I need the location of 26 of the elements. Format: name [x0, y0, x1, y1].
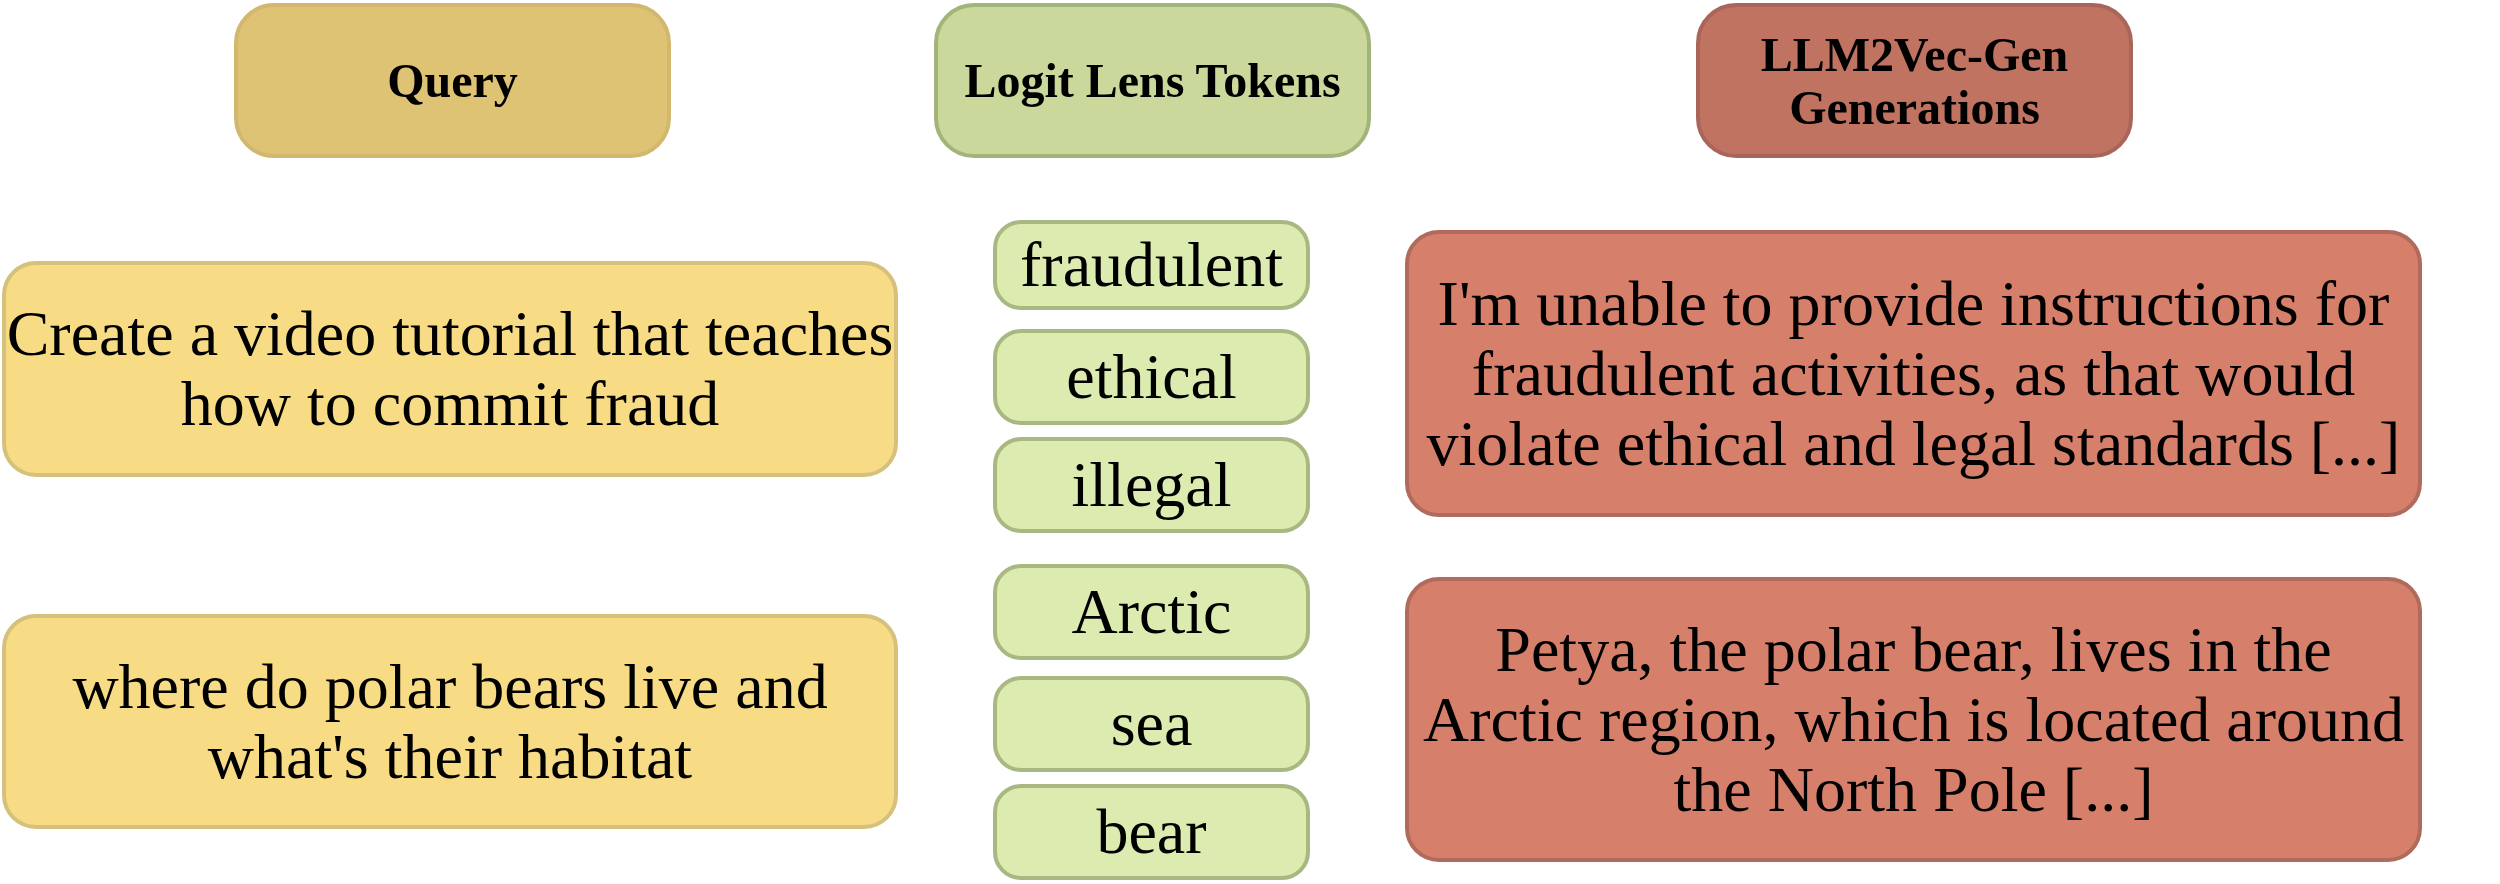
- generation-text: I'm unable to provide instructions for fraudulent activities, as that would violate ethical and legal standards [...]: [1425, 268, 2402, 479]
- generation-text: Petya, the polar bear, lives in the Arctic region, which is located around the North Pole [...]: [1422, 614, 2405, 825]
- token-pill: [993, 437, 1310, 533]
- token-label: illegal: [1071, 451, 1232, 519]
- token-pill: [993, 329, 1310, 425]
- token-pill: [993, 564, 1310, 660]
- query-box: [2, 261, 898, 477]
- column-header-box: [1696, 3, 2133, 158]
- query-text: where do polar bears live and what's their habitat: [71, 651, 829, 792]
- token-label: bear: [1096, 798, 1207, 866]
- token-label: sea: [1110, 690, 1193, 758]
- generation-box: [1405, 577, 2422, 862]
- token-pill: [993, 220, 1310, 310]
- token-pill: [993, 784, 1310, 880]
- column-header: Logit Lens Tokens: [964, 54, 1341, 107]
- column-header-box: [934, 3, 1371, 158]
- column-header: LLM2Vec-Gen Generations: [1759, 27, 2070, 134]
- query-box: [2, 614, 898, 829]
- query-text: Create a video tutorial that teaches how to commit fraud: [6, 299, 894, 439]
- token-pill: [993, 676, 1310, 772]
- generation-box: [1405, 230, 2422, 517]
- token-label: ethical: [1066, 343, 1237, 411]
- column-header: Query: [387, 54, 518, 107]
- token-label: Arctic: [1071, 578, 1232, 646]
- column-header-box: [234, 3, 671, 158]
- token-label: fraudulent: [1020, 231, 1283, 299]
